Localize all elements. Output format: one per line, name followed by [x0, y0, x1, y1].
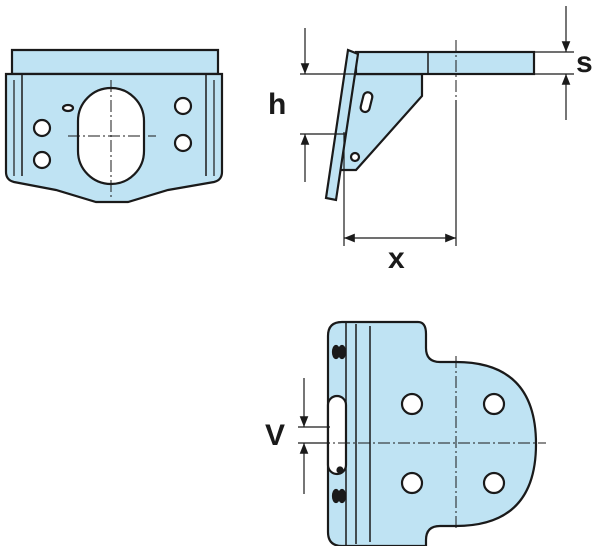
front-view-top-flange — [10, 48, 220, 76]
bottom-view-hole — [482, 392, 506, 416]
dimension-label-v: V — [265, 419, 286, 452]
bottom-view-hole — [400, 392, 424, 416]
bottom-view-slot — [326, 394, 348, 476]
side-view-dimensions — [300, 6, 574, 246]
bottom-view-dimensions — [298, 378, 330, 494]
dimension-label-s: s — [576, 46, 593, 79]
side-view-top-plate — [354, 50, 536, 76]
bottom-view-hole — [400, 471, 424, 495]
side-view-slot — [359, 91, 374, 114]
dimension-label-h: h — [268, 88, 287, 121]
bottom-view — [318, 320, 546, 546]
front-view-hole — [32, 150, 52, 170]
side-view-hole — [349, 151, 361, 163]
front-view-hole — [32, 118, 52, 138]
bottom-view-body — [326, 320, 538, 546]
side-view-tilted-plate — [324, 48, 360, 202]
front-view — [4, 48, 224, 204]
bottom-view-hole — [482, 471, 506, 495]
dimension-label-x: x — [388, 242, 405, 275]
front-view-hole — [173, 96, 193, 116]
front-view-hole — [173, 133, 193, 153]
side-view — [324, 40, 536, 202]
front-view-small-hole — [61, 103, 75, 113]
